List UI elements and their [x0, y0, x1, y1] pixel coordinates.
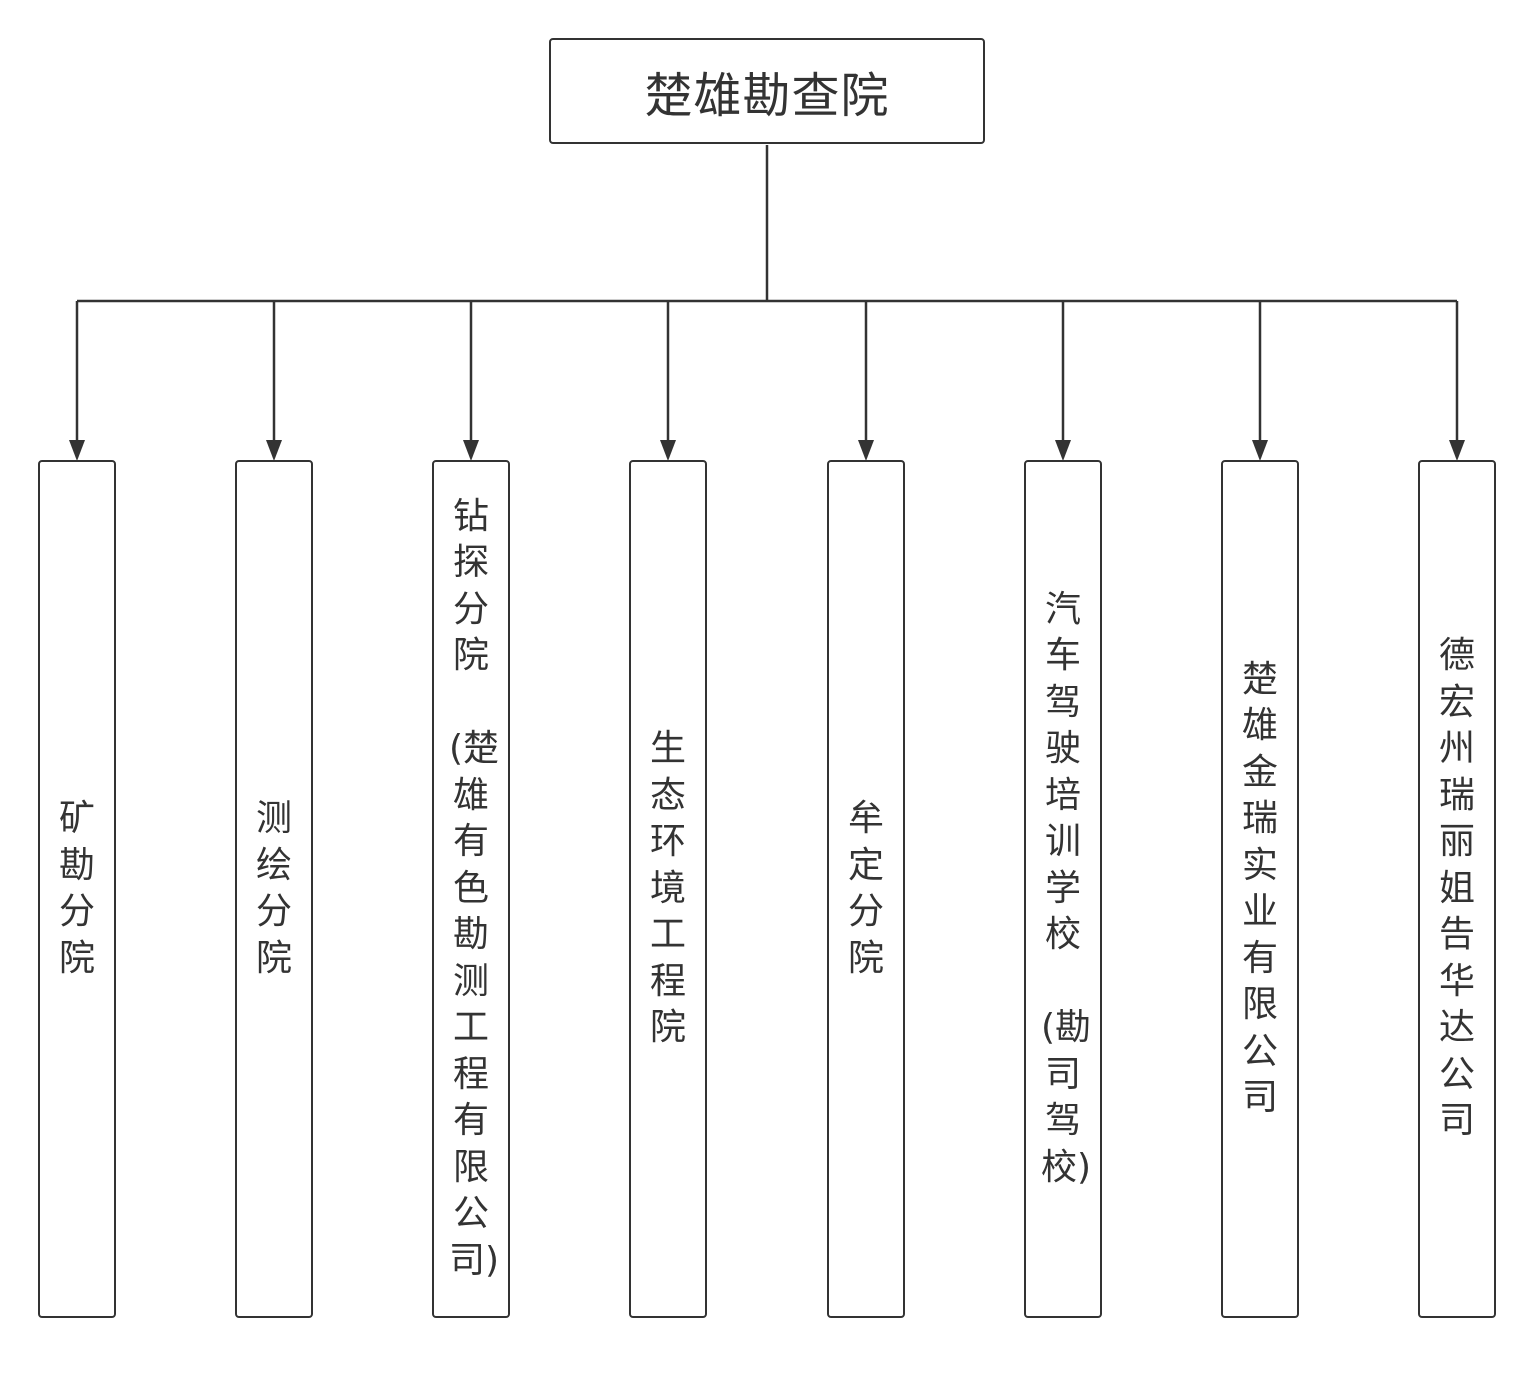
child-node-mouding-branch: 牟 定 分 院	[827, 460, 905, 1318]
arrowhead-8	[1449, 440, 1465, 461]
child-node-label: 牟 定 分 院	[847, 798, 884, 979]
arrowhead-6	[1055, 440, 1071, 461]
arrowhead-3	[463, 440, 479, 461]
child-node-huada-company: 德 宏 州 瑞 丽 姐 告 华 达 公 司	[1418, 460, 1496, 1318]
root-node: 楚雄勘查院	[549, 38, 985, 144]
child-node-surveying-branch: 测 绘 分 院	[235, 460, 313, 1318]
child-node-drilling-branch: 钻 探 分 院 (楚 雄 有 色 勘 测 工 程 有 限 公 司)	[432, 460, 510, 1318]
arrowhead-7	[1252, 440, 1268, 461]
child-node-label: 生 态 环 境 工 程 院	[649, 728, 686, 1049]
arrowhead-2	[266, 440, 282, 461]
child-node-label: 钻 探 分 院 (楚 雄 有 色 勘 测 工 程 有 限 公 司)	[449, 495, 500, 1281]
child-node-label: 德 宏 州 瑞 丽 姐 告 华 达 公 司	[1438, 635, 1475, 1142]
child-node-label: 测 绘 分 院	[255, 798, 292, 979]
child-node-ecology-institute: 生 态 环 境 工 程 院	[629, 460, 707, 1318]
arrowhead-1	[69, 440, 85, 461]
child-node-mining-branch: 矿 勘 分 院	[38, 460, 116, 1318]
child-node-label: 汽 车 驾 驶 培 训 学 校 (勘 司 驾 校)	[1041, 588, 1092, 1188]
child-node-label: 矿 勘 分 院	[58, 798, 95, 979]
child-node-driving-school: 汽 车 驾 驶 培 训 学 校 (勘 司 驾 校)	[1024, 460, 1102, 1318]
child-node-label: 楚 雄 金 瑞 实 业 有 限 公 司	[1241, 658, 1278, 1119]
root-node-label: 楚雄勘查院	[644, 68, 890, 124]
arrowhead-5	[858, 440, 874, 461]
child-node-jinrui-company: 楚 雄 金 瑞 实 业 有 限 公 司	[1221, 460, 1299, 1318]
arrowhead-4	[660, 440, 676, 461]
